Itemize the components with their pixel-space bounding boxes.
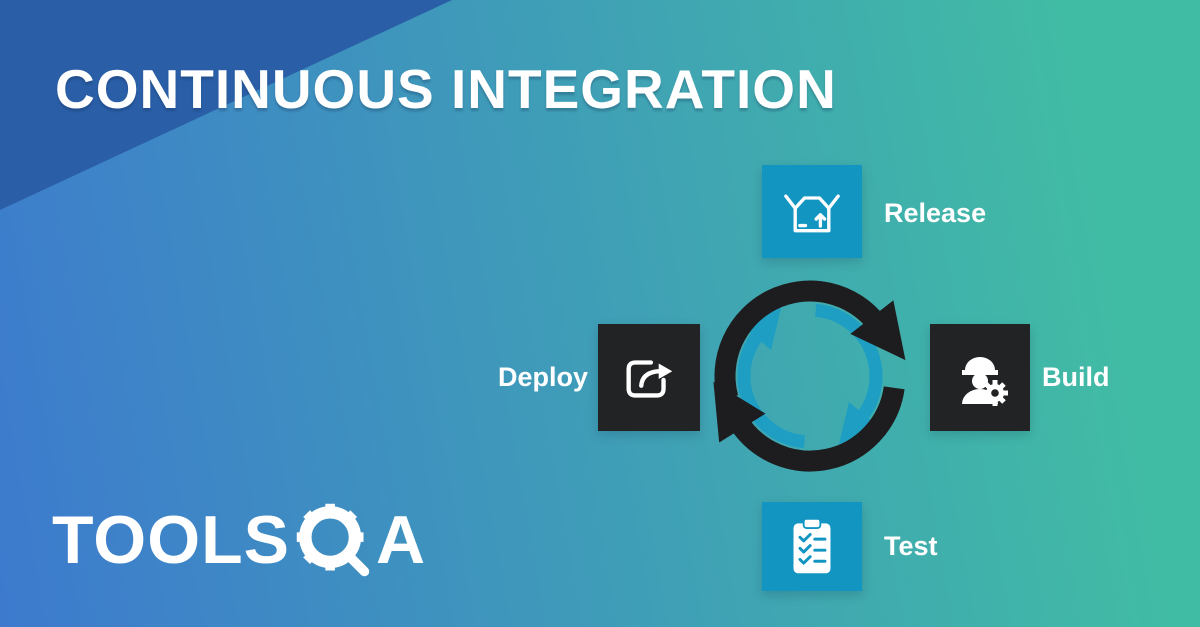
label-release: Release [884, 198, 987, 228]
label-deploy: Deploy [497, 362, 588, 392]
node-test [762, 502, 862, 591]
label-build: Build [1042, 362, 1110, 392]
node-release [762, 165, 862, 258]
open-box-icon [784, 193, 840, 232]
label-test: Test [884, 531, 938, 561]
node-build [930, 324, 1030, 431]
cycle-arrow-dark-top [714, 280, 906, 401]
page-title: CONTINUOUS INTEGRATION [55, 58, 837, 120]
share-export-icon [626, 359, 673, 398]
cycle-arrow-dark-bottom [713, 381, 905, 472]
gear-q-icon [296, 503, 370, 577]
logo-text-a: A [376, 502, 427, 578]
checklist-clipboard-icon [793, 517, 831, 574]
node-deploy [598, 324, 700, 431]
worker-gear-icon [962, 356, 1008, 406]
cycle-arrows [713, 280, 906, 472]
toolsqa-logo: TOOLS A [52, 492, 426, 588]
logo-text-tools: TOOLS [52, 502, 290, 578]
